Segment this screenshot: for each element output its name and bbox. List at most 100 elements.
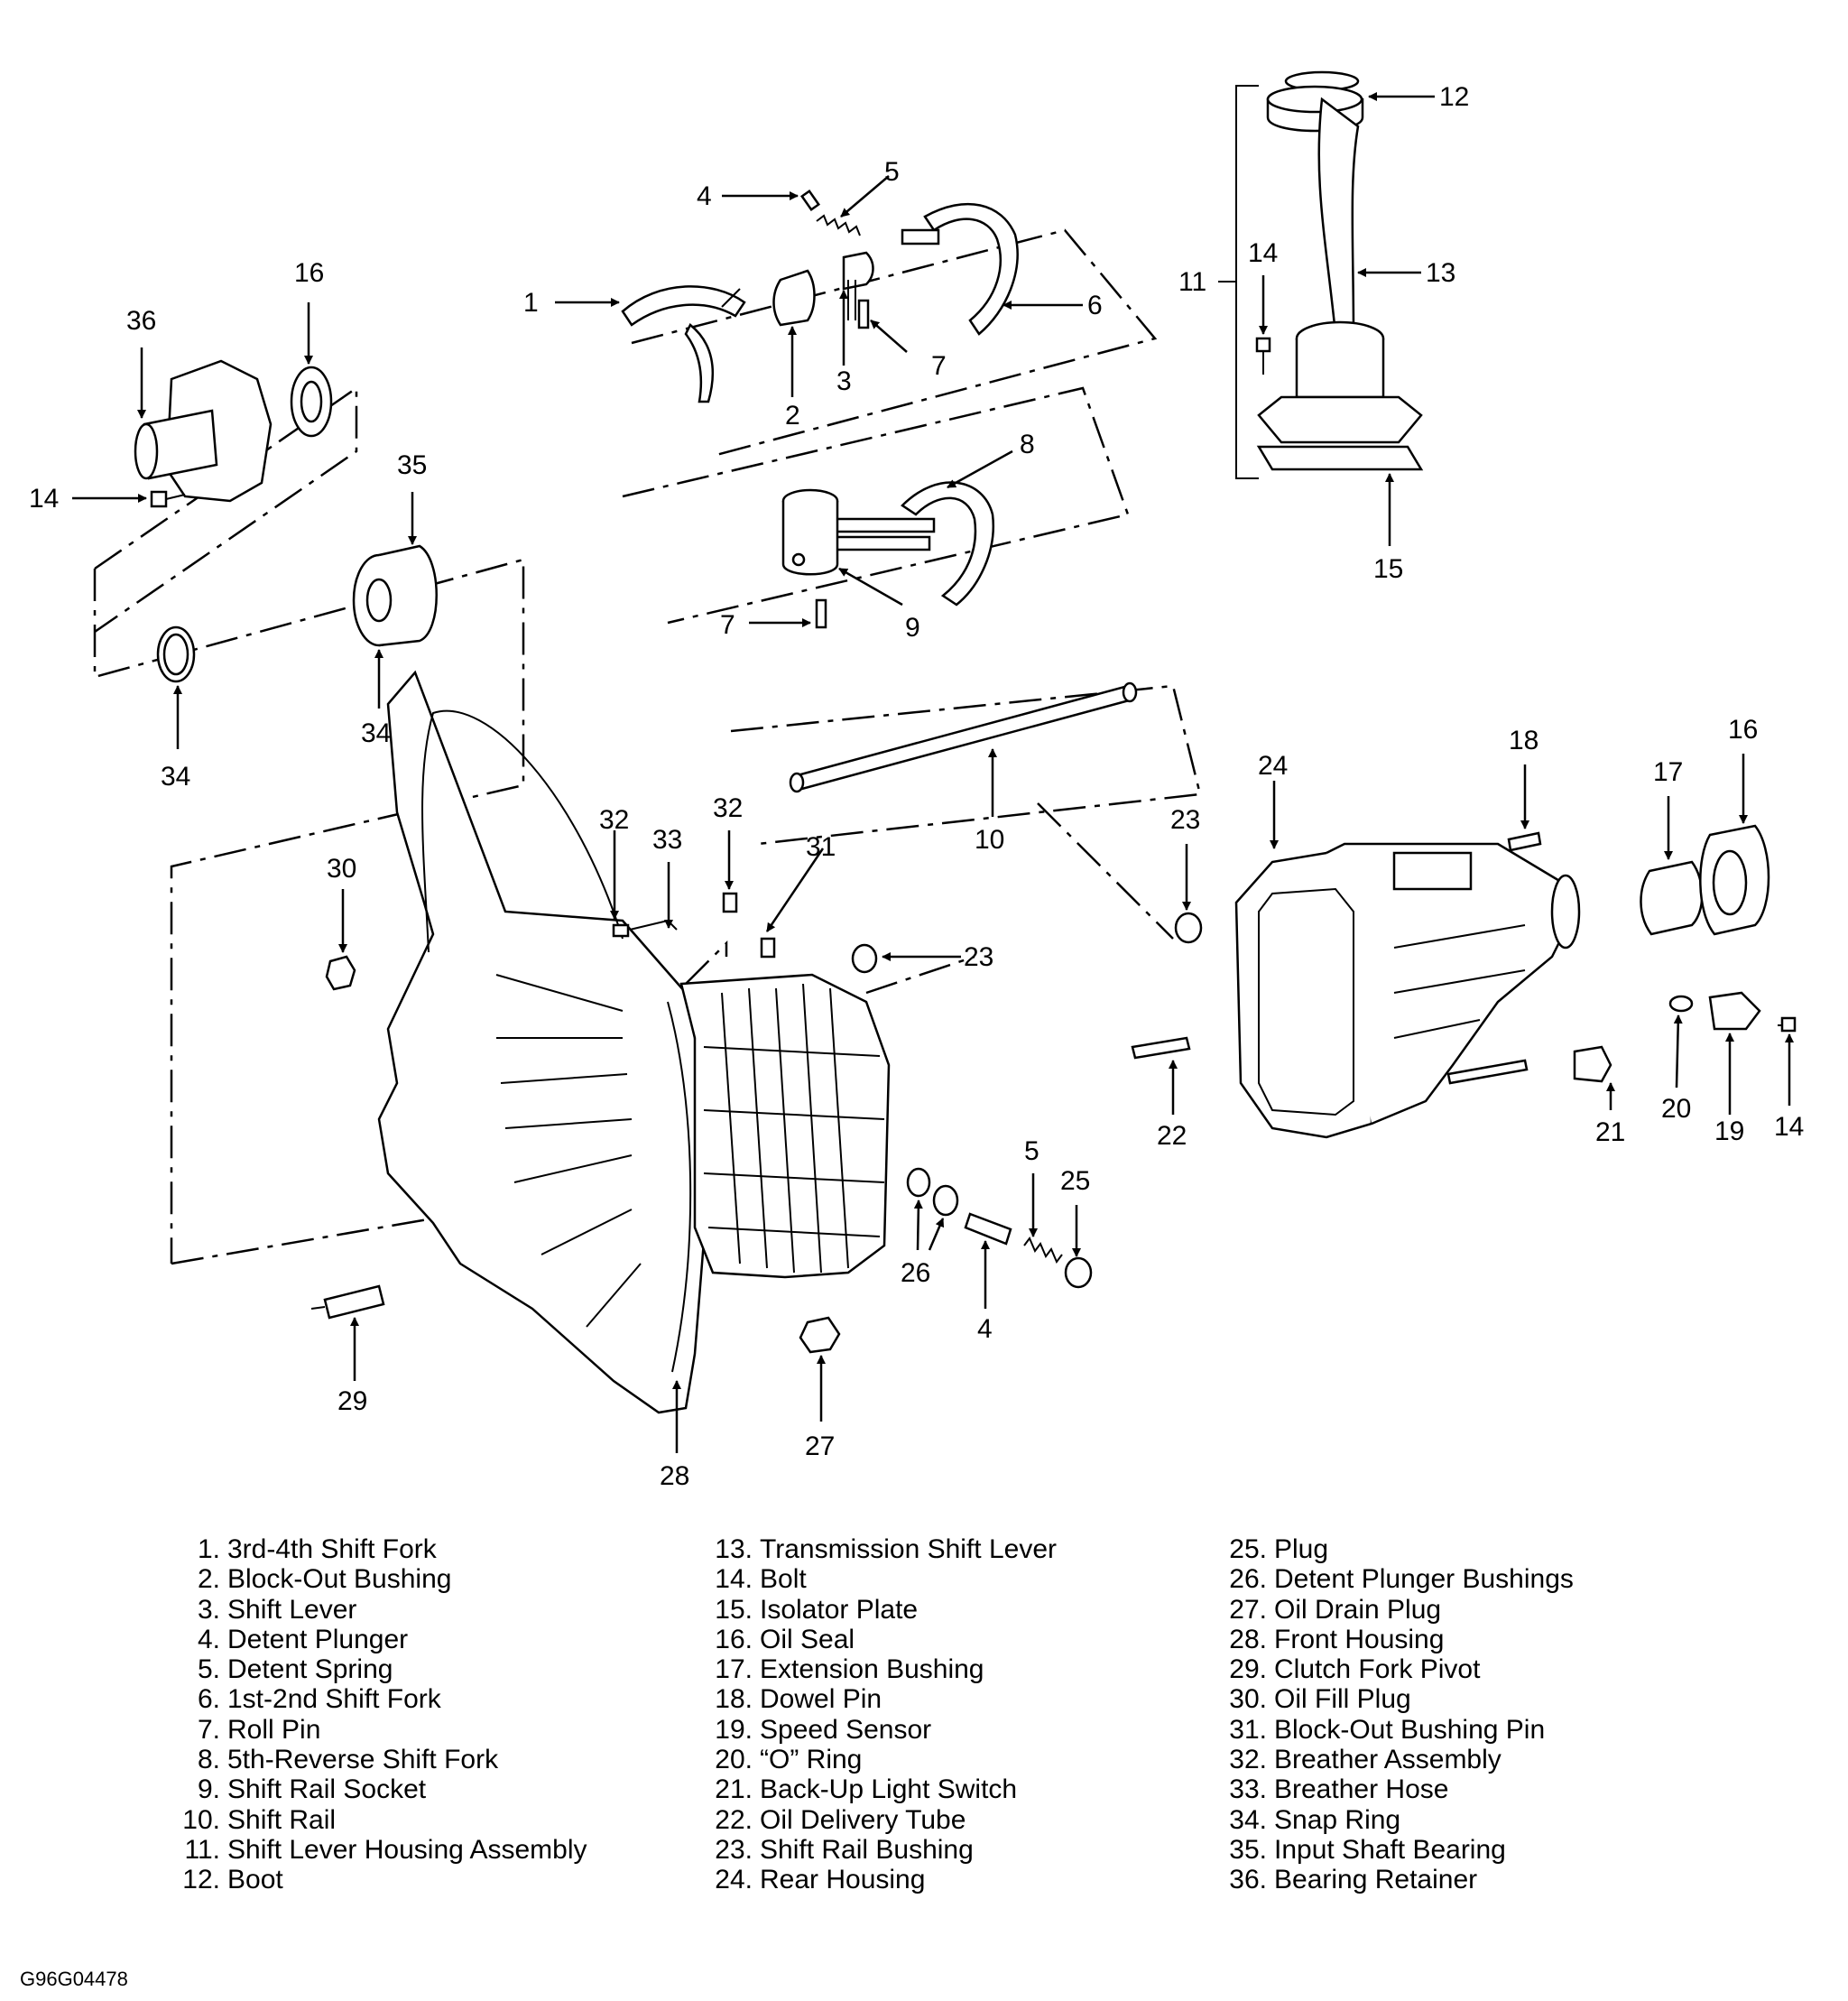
- legend-item: 1.3rd-4th Shift Fork: [153, 1534, 587, 1564]
- speed-sensor: [1708, 991, 1761, 1031]
- shift-rail: [789, 681, 1138, 793]
- leader-lines: [72, 92, 1794, 1453]
- legend-item-number: 4.: [197, 1624, 220, 1654]
- legend-item-number: 31.: [1229, 1714, 1267, 1745]
- callout-36: 36: [126, 306, 156, 336]
- oil-seal-front: [290, 366, 333, 438]
- legend-item-number: 25.: [1229, 1534, 1267, 1564]
- callout-4-lower: 4: [977, 1314, 993, 1344]
- legend-item-number: 22.: [715, 1804, 753, 1835]
- legend-item: 5.Detent Spring: [153, 1654, 587, 1684]
- bearing-retainer: [134, 359, 273, 503]
- legend-item: 7.Roll Pin: [153, 1715, 587, 1745]
- legend-item-label: Oil Delivery Tube: [760, 1804, 966, 1835]
- legend-item-label: Extension Bushing: [760, 1654, 984, 1685]
- front-housing: [377, 670, 715, 1414]
- legend-item-label: Bolt: [760, 1564, 807, 1595]
- legend-item-label: Oil Fill Plug: [1274, 1684, 1411, 1715]
- legend-item-number: 26.: [1229, 1564, 1267, 1595]
- legend-item-label: Shift Rail Socket: [227, 1774, 427, 1805]
- legend-item-label: Isolator Plate: [760, 1594, 919, 1625]
- legend-item-number: 12.: [182, 1865, 220, 1895]
- legend-item: 9.Shift Rail Socket: [153, 1774, 587, 1804]
- legend-item-number: 28.: [1229, 1624, 1267, 1654]
- extension-bushing: [1640, 860, 1704, 936]
- callout-25: 25: [1060, 1166, 1090, 1196]
- oil-delivery-tube: [1131, 1036, 1191, 1060]
- legend-item-label: Detent Plunger Bushings: [1274, 1564, 1574, 1595]
- legend-item-number: 35.: [1229, 1834, 1267, 1865]
- shift-rail-socket: [781, 488, 839, 576]
- callout-23-rear: 23: [1170, 805, 1200, 835]
- legend-item: 23.Shift Rail Bushing: [686, 1835, 1057, 1865]
- legend-item-number: 13.: [715, 1534, 753, 1564]
- block-out-bushing: [772, 269, 816, 327]
- legend-item-number: 18.: [715, 1684, 753, 1715]
- callout-numbers: 1 2 3 4 5 6 7 8 9 7 10 11 12 13 14 15 16…: [29, 82, 1804, 1491]
- legend-item-number: 15.: [715, 1594, 753, 1625]
- legend-item-label: Breather Hose: [1274, 1774, 1449, 1805]
- callout-24: 24: [1258, 751, 1288, 781]
- callout-7-lower: 7: [720, 610, 735, 640]
- legend-item-number: 11.: [184, 1834, 220, 1865]
- callout-14-front: 14: [29, 484, 59, 514]
- legend-item-number: 17.: [715, 1654, 753, 1685]
- callout-11: 11: [1178, 267, 1206, 297]
- callout-5-lower: 5: [1024, 1136, 1040, 1166]
- snap-ring: [156, 625, 196, 683]
- legend-item-number: 36.: [1229, 1865, 1267, 1895]
- callout-1: 1: [523, 288, 539, 318]
- legend-item: 13.Transmission Shift Lever: [686, 1534, 1057, 1564]
- legend-item-number: 34.: [1229, 1804, 1267, 1835]
- callout-32-right: 32: [713, 793, 743, 823]
- legend-item-number: 27.: [1229, 1594, 1267, 1625]
- legend-item-label: Oil Seal: [760, 1624, 855, 1654]
- legend-item-number: 5.: [197, 1654, 220, 1685]
- legend-item-label: 1st-2nd Shift Fork: [227, 1684, 441, 1715]
- legend-item-label: Block-Out Bushing Pin: [1274, 1714, 1546, 1745]
- callout-23-front: 23: [964, 942, 993, 972]
- callout-8: 8: [1020, 430, 1035, 459]
- callout-26: 26: [901, 1258, 930, 1288]
- roll-pin-upper: [857, 299, 870, 329]
- backup-light-switch: [1573, 1045, 1612, 1083]
- legend-item: 34.Snap Ring: [1200, 1805, 1574, 1835]
- shift-fork-5th-reverse: [819, 481, 995, 607]
- callout-34-ring: 34: [161, 762, 190, 792]
- oil-seal-rear: [1699, 824, 1770, 936]
- legend-item-number: 21.: [715, 1774, 753, 1805]
- legend-item: 16.Oil Seal: [686, 1625, 1057, 1654]
- legend-item-label: Detent Spring: [227, 1654, 393, 1685]
- legend-item: 28.Front Housing: [1200, 1625, 1574, 1654]
- shift-lever-housing: [1218, 70, 1424, 479]
- callout-29: 29: [337, 1386, 367, 1416]
- legend-item-label: Transmission Shift Lever: [760, 1534, 1058, 1564]
- callout-30: 30: [327, 854, 356, 884]
- shift-lever-small: [842, 251, 874, 320]
- legend-item-number: 1.: [197, 1534, 220, 1564]
- detent-bushings-plunger-spring: [906, 1167, 1093, 1289]
- callout-31: 31: [806, 832, 836, 862]
- legend-item-number: 19.: [715, 1714, 753, 1745]
- legend-item-label: Plug: [1274, 1534, 1329, 1564]
- legend-item-number: 7.: [197, 1714, 220, 1745]
- legend-item: 15.Isolator Plate: [686, 1595, 1057, 1625]
- input-shaft-bearing: [352, 544, 438, 647]
- callout-14-rear: 14: [1774, 1112, 1804, 1142]
- callout-34-bearing: 34: [361, 718, 391, 748]
- legend-item: 32.Breather Assembly: [1200, 1745, 1574, 1774]
- bolt-lever-housing: [1255, 337, 1271, 375]
- legend-item: 21.Back-Up Light Switch: [686, 1774, 1057, 1804]
- callout-10: 10: [975, 825, 1004, 855]
- legend-item-number: 6.: [197, 1684, 220, 1715]
- legend-item: 22.Oil Delivery Tube: [686, 1805, 1057, 1835]
- legend-item-label: Back-Up Light Switch: [760, 1774, 1018, 1805]
- roll-pin-lower: [815, 598, 827, 629]
- legend-item-label: Shift Rail: [227, 1804, 337, 1835]
- shift-rail-bushing-rear: [1174, 912, 1203, 944]
- callout-5-top: 5: [884, 157, 900, 187]
- callout-9: 9: [905, 613, 920, 643]
